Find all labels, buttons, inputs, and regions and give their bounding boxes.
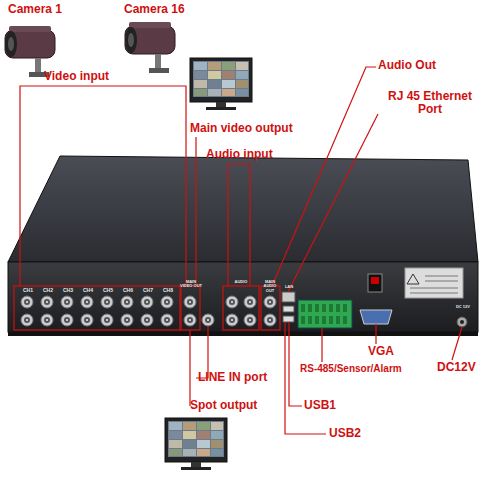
channel-label: CH3 (60, 288, 76, 294)
channel-label: CH6 (120, 288, 136, 294)
camera-label: Camera 1 (8, 3, 88, 16)
port-label: MAIN VIDEO OUT (180, 280, 202, 289)
channel-label: CH4 (80, 288, 96, 294)
part-label: Audio input (206, 148, 306, 161)
camera-label: Camera 16 (124, 3, 204, 16)
label-plate (405, 268, 463, 298)
part-label: Main video output (190, 122, 310, 135)
part-label: USB1 (304, 399, 364, 412)
port-label: LAN (280, 285, 298, 289)
port-label: DC 12V (450, 305, 476, 309)
camera-icon (125, 22, 175, 73)
leader-line (20, 67, 462, 434)
power-switch (368, 274, 382, 292)
part-label: RJ 45 Ethernet Port (380, 90, 480, 116)
usb-port (283, 316, 294, 322)
dvr-top (8, 156, 478, 262)
monitor-icon (165, 418, 227, 470)
dvr-rear-panel (8, 262, 478, 332)
rj45-port (282, 292, 295, 302)
port-label: AUDIO (230, 280, 252, 284)
channel-label: CH1 (20, 288, 36, 294)
monitor-icon (190, 58, 252, 110)
port-label: MAIN AUDIO OUT (259, 280, 281, 293)
part-label: USB2 (329, 427, 389, 440)
channel-label: CH8 (160, 288, 176, 294)
part-label: DC12V (437, 361, 487, 374)
part-label: Video input (44, 70, 144, 83)
part-label: LINE IN port (198, 371, 308, 384)
usb-port (283, 306, 294, 312)
bnc-inputs (21, 296, 276, 326)
terminal-block (298, 300, 352, 328)
channel-label: CH2 (40, 288, 56, 294)
vga-port (360, 310, 392, 324)
part-label: VGA (368, 345, 418, 358)
part-label: Spot output (190, 399, 300, 412)
part-label: RS-485/Sensor/Alarm (300, 363, 430, 374)
part-label: Audio Out (378, 59, 478, 72)
group-outline (14, 286, 280, 330)
channel-label: CH5 (100, 288, 116, 294)
channel-label: CH7 (140, 288, 156, 294)
dc-jack (457, 317, 467, 327)
